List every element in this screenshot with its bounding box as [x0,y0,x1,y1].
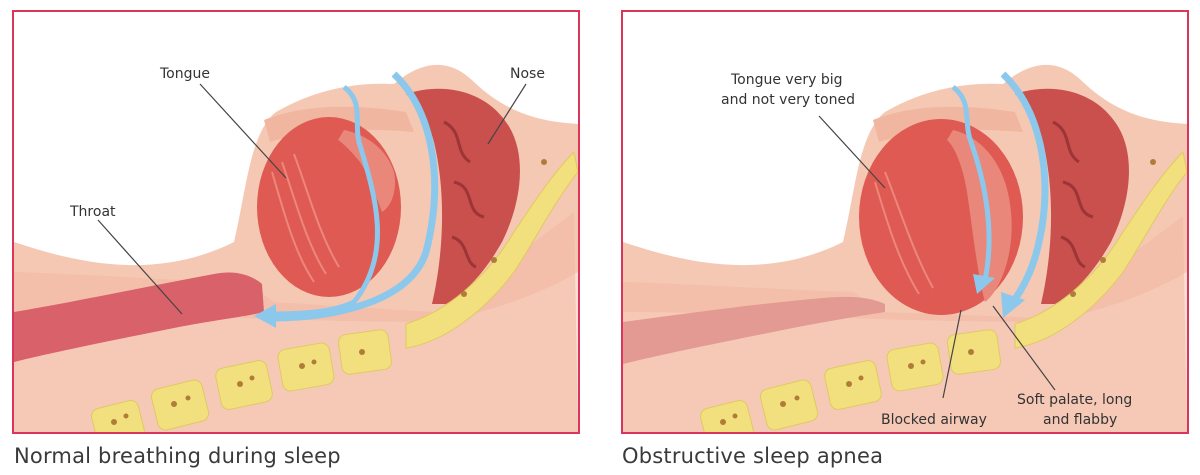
tongue-label-line2: and not very toned [721,92,855,108]
tongue-texture [271,153,340,283]
sleep-apnea-panel: Tongue very big and not very toned Block… [621,10,1189,434]
normal-breathing-caption: Normal breathing during sleep [14,444,341,468]
nasal-folds [1052,120,1094,269]
throat-tube [623,296,885,364]
spine-vertebrae [91,150,578,432]
bone-dots [111,159,547,425]
tongue-leader [199,83,287,179]
airflow-nose-arrow [1000,71,1049,305]
long-soft-palate [947,130,1012,302]
tongue-label: Tongue [159,66,210,82]
tongue-texture [874,171,934,295]
nasal-cavity [1015,88,1129,304]
airflow-mouth-arrowhead [973,274,995,294]
nose-leader [487,83,527,145]
bone-dots [720,159,1156,425]
neck-tissue [14,212,578,432]
blocked-airway-label: Blocked airway [881,412,987,428]
nasal-folds [443,120,485,269]
soft-palate-label-line2: and flabby [1043,412,1117,428]
airflow-nose-arrow [271,71,439,322]
airflow-arrowhead [254,304,276,328]
soft-palate-leader [992,305,1056,391]
throat-leader [97,219,183,315]
airflow-mouth-arrow [951,85,992,281]
soft-palate-label-line1: Soft palate, long [1017,392,1132,408]
throat-label: Throat [69,204,116,220]
blocked-airway-leader [942,309,962,399]
normal-breathing-panel: Tongue Nose Throat [12,10,580,434]
tongue-leader [818,115,886,189]
spine-vertebrae [700,150,1187,432]
tongue [257,117,401,297]
tongue-label-line1: Tongue very big [730,72,843,88]
nasal-cavity [406,88,520,304]
sleep-apnea-caption: Obstructive sleep apnea [622,444,884,468]
normal-airway-illustration: Tongue Nose Throat [14,64,578,432]
throat-tube [14,272,264,362]
apnea-airway-illustration: Tongue very big and not very toned Block… [623,64,1187,432]
airflow-nose-arrowhead [1001,292,1025,318]
nose-label: Nose [510,66,545,82]
